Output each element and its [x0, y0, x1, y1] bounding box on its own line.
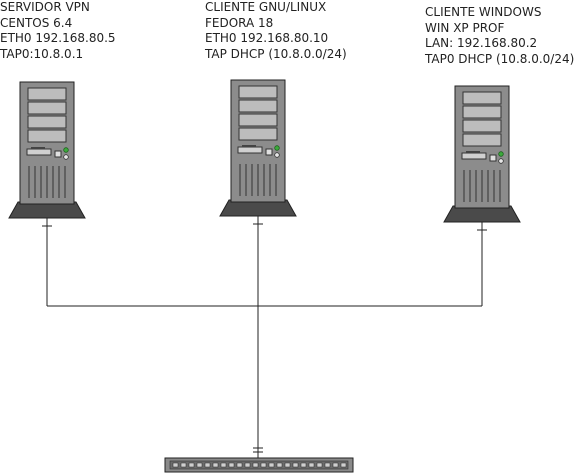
linux-client-label: CLIENTE GNU/LINUX FEDORA 18 ETH0 192.168…	[205, 0, 347, 62]
switch-port	[300, 462, 307, 468]
server-tower-icon	[219, 79, 297, 217]
switch-port	[212, 462, 219, 468]
linux-client-label-line: ETH0 192.168.80.10	[205, 31, 329, 45]
linux-client-label-line: TAP DHCP (10.8.0.0/24)	[205, 46, 347, 61]
switch-port	[204, 462, 211, 468]
switch-port	[172, 462, 179, 468]
vpn-server-label-line: TAP0:10.8.0.1	[0, 46, 84, 61]
windows-client-label: CLIENTE WINDOWS WIN XP PROF LAN: 192.168…	[425, 5, 574, 67]
switch-port	[188, 462, 195, 468]
server-tower-icon	[8, 81, 86, 219]
switch-port	[196, 462, 203, 468]
switch-port	[284, 462, 291, 468]
switch-port	[252, 462, 259, 468]
switch-port	[292, 462, 299, 468]
switch-port	[308, 462, 315, 468]
switch-port	[228, 462, 235, 468]
switch-port	[332, 462, 339, 468]
network-cables	[42, 216, 487, 458]
vpn-server-label-line: SERVIDOR VPN	[0, 0, 90, 14]
windows-client-label-line: TAP0 DHCP (10.8.0.0/24)	[425, 51, 575, 66]
switch-port	[276, 462, 283, 468]
network-switch-icon	[164, 457, 354, 473]
switch-port	[260, 462, 267, 468]
switch-port	[180, 462, 187, 468]
linux-client-label-line: CLIENTE GNU/LINUX	[205, 0, 327, 14]
switch-port	[324, 462, 331, 468]
windows-client-label-line: CLIENTE WINDOWS	[425, 5, 542, 19]
windows-client-label-line: LAN: 192.168.80.2	[425, 36, 538, 50]
vpn-server-label-line: ETH0 192.168.80.5	[0, 31, 116, 45]
vpn-server-label-line: CENTOS 6.4	[0, 15, 73, 30]
switch-port	[268, 462, 275, 468]
windows-client-label-line: WIN XP PROF	[425, 20, 505, 35]
server-tower-icon	[443, 85, 521, 223]
switch-port	[316, 462, 323, 468]
switch-port	[340, 462, 347, 468]
switch-port	[236, 462, 243, 468]
switch-port	[220, 462, 227, 468]
switch-port	[244, 462, 251, 468]
linux-client-label-line: FEDORA 18	[205, 15, 274, 30]
vpn-server-label: SERVIDOR VPN CENTOS 6.4 ETH0 192.168.80.…	[0, 0, 116, 62]
